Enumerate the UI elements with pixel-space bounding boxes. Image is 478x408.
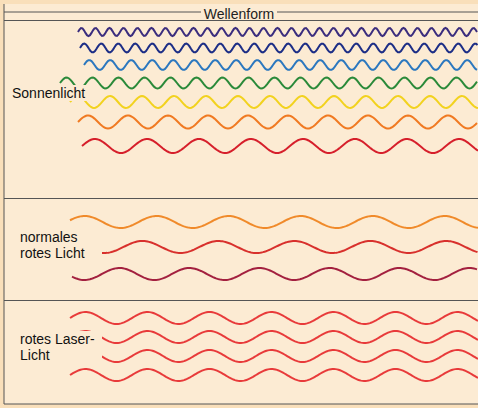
light-band: normales rotes Licht xyxy=(4,198,478,300)
light-wave xyxy=(68,241,478,253)
light-wave xyxy=(70,216,478,228)
light-wave xyxy=(78,116,477,129)
light-wave xyxy=(60,78,477,89)
light-wave xyxy=(82,139,478,153)
light-wave xyxy=(70,312,478,324)
light-wave xyxy=(84,60,477,70)
light-band: rotes Laser-Licht xyxy=(4,300,478,404)
light-wave xyxy=(70,331,478,343)
light-wave xyxy=(70,369,478,381)
light-wave xyxy=(70,96,478,108)
light-band: Sonnenlicht xyxy=(4,20,478,198)
band-label: rotes Laser-Licht xyxy=(18,331,102,363)
light-wave xyxy=(78,28,477,36)
light-wave xyxy=(70,350,478,362)
band-label: Sonnenlicht xyxy=(10,85,87,101)
light-wave xyxy=(80,44,478,53)
light-wave xyxy=(72,268,477,280)
frame-line xyxy=(4,404,478,405)
band-label: normales rotes Licht xyxy=(18,229,102,261)
